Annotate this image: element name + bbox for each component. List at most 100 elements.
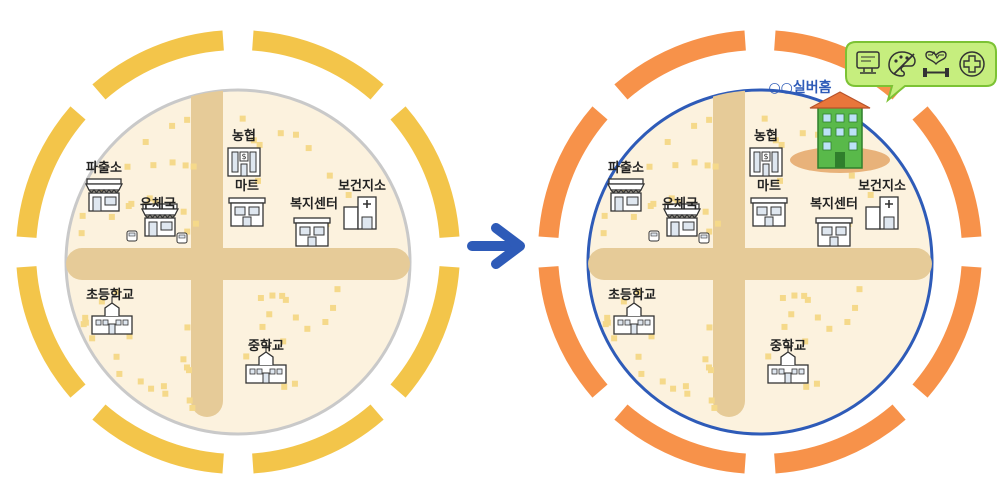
house-dot <box>113 288 120 295</box>
coop-bank-icon <box>749 147 783 177</box>
art-palette-icon <box>888 51 916 77</box>
house-dot <box>826 325 833 332</box>
ring-segment <box>92 404 224 474</box>
house-dot <box>659 378 666 385</box>
house-dot <box>635 288 642 295</box>
house-dot <box>124 163 131 170</box>
house-dot <box>113 353 120 360</box>
current-town-roads <box>66 90 410 417</box>
house-dot <box>804 296 811 303</box>
house-dot <box>186 397 193 404</box>
transition-arrow-icon <box>467 223 525 269</box>
coop-label: 농협 <box>232 128 256 144</box>
mart-icon <box>228 197 266 227</box>
house-dot <box>799 130 806 137</box>
house-dot <box>78 230 85 237</box>
police-label: 파출소 <box>608 160 644 176</box>
ring-segment <box>912 106 982 238</box>
ring-segment <box>538 266 608 398</box>
house-dot <box>82 319 89 326</box>
house-dot <box>169 159 176 166</box>
house-dot <box>152 200 159 207</box>
medical-cross-icon <box>959 51 985 77</box>
house-dot <box>266 311 273 318</box>
silver-home-building-icon <box>790 91 890 173</box>
house-dot <box>630 213 637 220</box>
house-dot <box>82 314 89 321</box>
police-station-icon <box>85 178 123 212</box>
house-dot <box>635 353 642 360</box>
welfare-center-icon <box>293 217 331 247</box>
house-dot <box>711 404 718 411</box>
house-dot <box>761 115 768 122</box>
elementary-school-label: 초등학교 <box>86 287 134 303</box>
bus-icon <box>648 230 660 242</box>
house-dot <box>108 213 115 220</box>
health-clinic-label: 보건지소 <box>338 178 386 194</box>
ring-segment <box>92 30 224 100</box>
house-dot <box>254 177 261 184</box>
house-dot <box>714 220 721 227</box>
mart-label: 마트 <box>235 178 259 194</box>
house-dot <box>672 162 679 169</box>
house-dot <box>620 298 627 305</box>
house-dot <box>802 338 809 345</box>
computer-icon <box>856 51 880 74</box>
house-dot <box>269 292 276 299</box>
silver-home-services-bubble <box>845 41 997 103</box>
coop-bank-icon <box>227 147 261 177</box>
house-dot <box>691 159 698 166</box>
house-dot <box>280 338 287 345</box>
post-office-label: 우체국 <box>140 197 176 212</box>
ring-segment <box>16 266 86 398</box>
house-dot <box>243 353 250 360</box>
house-dot <box>160 383 167 390</box>
house-dot <box>89 335 96 342</box>
ring-segment <box>390 106 460 238</box>
house-dot <box>648 333 655 340</box>
ring-segment <box>912 266 982 398</box>
house-dot <box>712 163 719 170</box>
house-dot <box>292 314 299 321</box>
house-dot <box>345 191 352 198</box>
house-dot <box>638 370 645 377</box>
post-office-label: 우체국 <box>662 197 698 212</box>
house-dot <box>148 385 155 392</box>
future-town-diagram: 파출소 우체국 농협 마트 복지센터 보건지소 초등학교 중학교 <box>538 30 997 474</box>
elementary-school-label: 초등학교 <box>608 287 656 303</box>
house-dot <box>180 208 187 215</box>
welfare-center-icon <box>815 217 853 247</box>
bus-icon <box>176 232 188 244</box>
house-dot <box>803 383 810 390</box>
fitness-heart-icon <box>923 50 949 77</box>
house-dot <box>867 191 874 198</box>
house-dot <box>706 324 713 331</box>
house-dot <box>611 335 618 342</box>
house-dot <box>192 220 199 227</box>
middle-school-label: 중학교 <box>770 338 806 354</box>
house-dot <box>142 138 149 145</box>
horizontal-road <box>66 248 410 280</box>
mart-label: 마트 <box>757 178 781 194</box>
horizontal-road <box>588 248 932 280</box>
house-dot <box>600 230 607 237</box>
house-dot <box>259 323 266 330</box>
house-dot <box>137 378 144 385</box>
silver-home-label: ○○실버홈 <box>768 79 831 96</box>
ring-segment <box>614 30 746 100</box>
welfare-center-label: 복지센터 <box>810 196 858 212</box>
house-dot <box>322 318 329 325</box>
house-dot <box>116 370 123 377</box>
house-dot <box>776 177 783 184</box>
house-dot <box>668 195 675 202</box>
bus-icon <box>126 230 138 242</box>
house-dot <box>126 333 133 340</box>
house-dot <box>601 212 608 219</box>
house-dot <box>765 353 772 360</box>
house-dot <box>305 145 312 152</box>
house-dot <box>682 383 689 390</box>
house-dot <box>291 380 298 387</box>
mart-icon <box>750 197 788 227</box>
house-dot <box>169 122 176 129</box>
